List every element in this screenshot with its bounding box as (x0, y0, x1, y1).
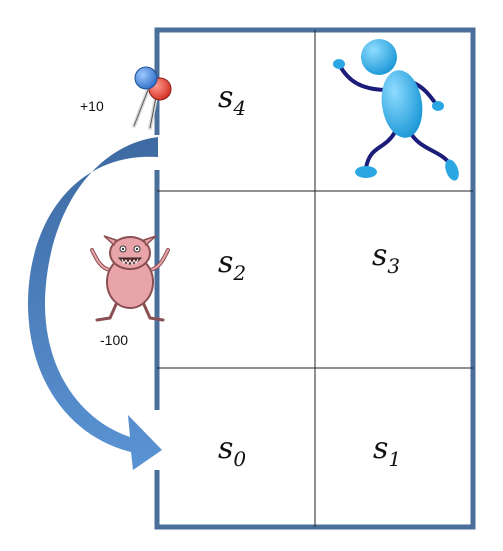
cell-s0: s0 (218, 431, 246, 471)
state-label-s3: s3 (372, 238, 400, 278)
reward-label-lollipop: +10 (80, 98, 104, 114)
lollipop-icon (132, 66, 172, 130)
running-figure-icon (333, 39, 459, 181)
state-label-s1: s1 (373, 431, 401, 471)
cell-s3: s3 (372, 238, 400, 278)
cell-runner (333, 39, 459, 181)
cell-s4: s4 (218, 80, 246, 120)
state-label-s2: s2 (218, 245, 246, 285)
reward-label-monster: -100 (100, 332, 128, 348)
grid (154, 27, 476, 530)
cell-s2: s2 (218, 245, 246, 285)
state-label-s0: s0 (218, 431, 246, 471)
transition-arrow (27, 137, 163, 470)
cell-s1: s1 (373, 431, 401, 471)
monster-icon (90, 235, 170, 322)
transition-arrow-body (27, 137, 163, 470)
state-label-s4: s4 (218, 80, 246, 120)
